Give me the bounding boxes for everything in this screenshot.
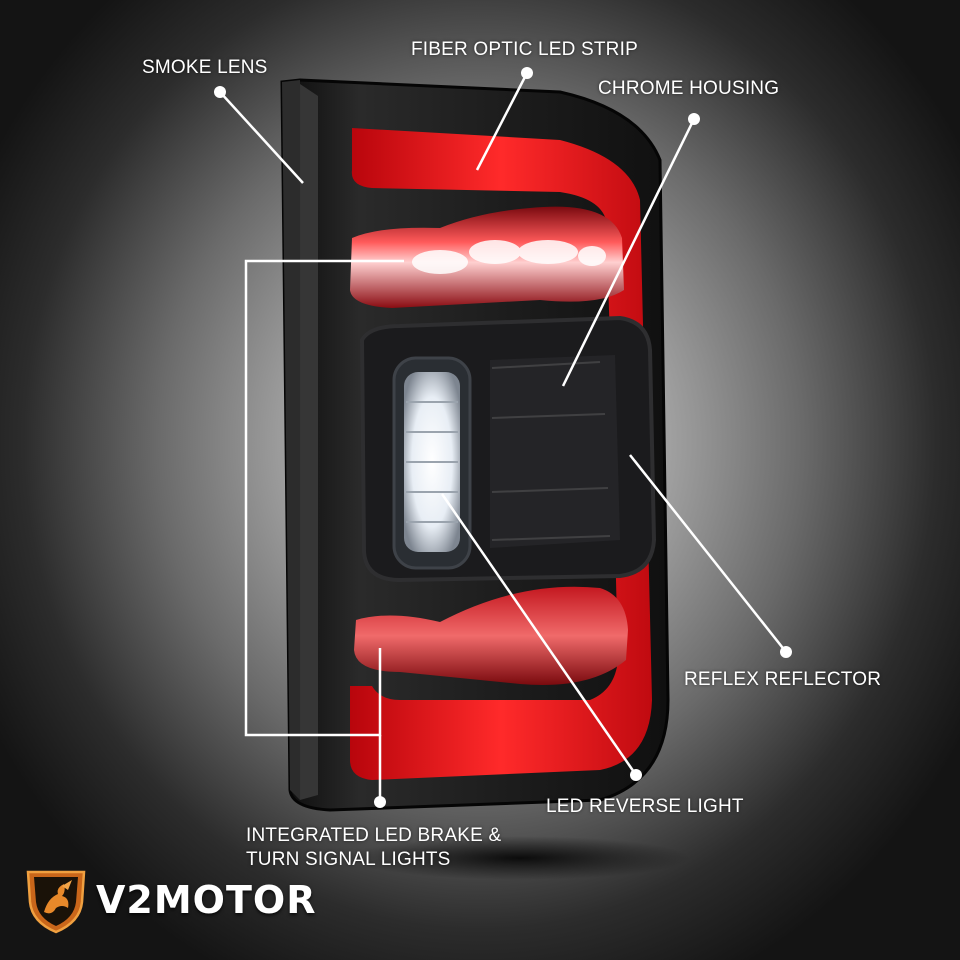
housing-chrome-edge bbox=[300, 84, 318, 800]
reflex-reflector-dot bbox=[780, 646, 792, 658]
fiber-optic-line bbox=[475, 72, 529, 171]
brake-turn-label-line1: INTEGRATED LED BRAKE & bbox=[246, 825, 502, 846]
brake-bracket-line bbox=[244, 259, 404, 737]
reflex-reflector-label: REFLEX REFLECTOR bbox=[684, 669, 882, 690]
reverse-light-dot bbox=[630, 769, 642, 781]
callout-dots bbox=[214, 67, 792, 808]
chrome-housing-label: CHROME HOUSING bbox=[598, 78, 780, 99]
smoke-lens-line bbox=[219, 91, 304, 184]
reverse-light-label: LED REVERSE LIGHT bbox=[546, 796, 744, 817]
fiber-optic-label: FIBER OPTIC LED STRIP bbox=[411, 39, 638, 60]
brand-logo: V2MOTOR bbox=[22, 868, 322, 934]
reflex-reflector bbox=[490, 355, 620, 548]
brake-turn-label-line2: TURN SIGNAL LIGHTS bbox=[246, 849, 451, 870]
smoke-lens-label: SMOKE LENS bbox=[142, 57, 268, 78]
reverse-light-segments bbox=[406, 401, 458, 523]
bottom-brake-light bbox=[354, 586, 628, 685]
floor-shadow bbox=[350, 836, 690, 880]
reflex-reflector-line bbox=[629, 454, 787, 653]
callout-lines bbox=[219, 72, 787, 800]
brand-name: V2MOTOR bbox=[96, 878, 317, 922]
top-brake-led-glow bbox=[412, 240, 606, 274]
reverse-light-line bbox=[440, 493, 638, 776]
smoke-lens-dot bbox=[214, 86, 226, 98]
brake-turn-label: INTEGRATED LED BRAKE & TURN SIGNAL LIGHT… bbox=[246, 824, 501, 872]
chrome-housing-line bbox=[561, 118, 696, 387]
brake-light-dot bbox=[374, 796, 386, 808]
chrome-housing-dot bbox=[688, 113, 700, 125]
fiber-optic-dot bbox=[521, 67, 533, 79]
brand-emblem-icon bbox=[26, 870, 86, 934]
